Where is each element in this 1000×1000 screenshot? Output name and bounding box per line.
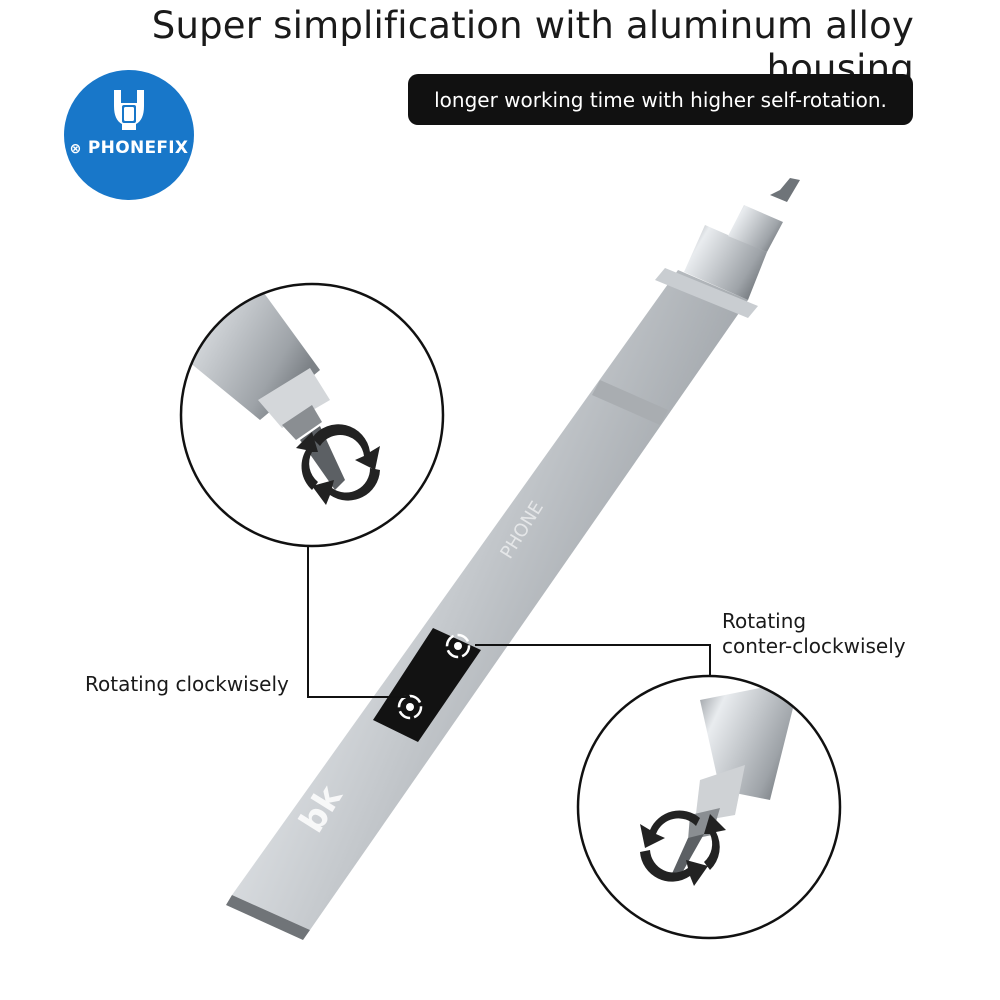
counterclockwise-detail-zoom xyxy=(576,674,842,940)
clockwise-detail-zoom xyxy=(179,282,445,548)
control-panel xyxy=(373,628,481,742)
counterclockwise-label: Rotating conter-clockwisely xyxy=(722,609,906,659)
phone-wrench-icon xyxy=(114,90,144,130)
tagline-banner: longer working time with higher self-rot… xyxy=(408,74,913,125)
logo-brand-text: ⊗ PHONEFIX xyxy=(69,138,189,158)
tagline-text: longer working time with higher self-rot… xyxy=(434,87,887,112)
counterclockwise-label-line2: conter-clockwisely xyxy=(722,634,906,658)
clockwise-leader-line xyxy=(307,546,410,698)
screwdriver-pen: PHONE bk xyxy=(226,178,800,940)
counterclockwise-leader-line xyxy=(475,644,711,676)
counterclockwise-label-line1: Rotating xyxy=(722,609,807,633)
headline: Super simplification with aluminum alloy… xyxy=(151,4,914,90)
phonefix-logo: ⊗ PHONEFIX xyxy=(64,70,194,200)
clockwise-label: Rotating clockwisely xyxy=(85,672,289,696)
counterclockwise-button[interactable] xyxy=(445,633,471,659)
